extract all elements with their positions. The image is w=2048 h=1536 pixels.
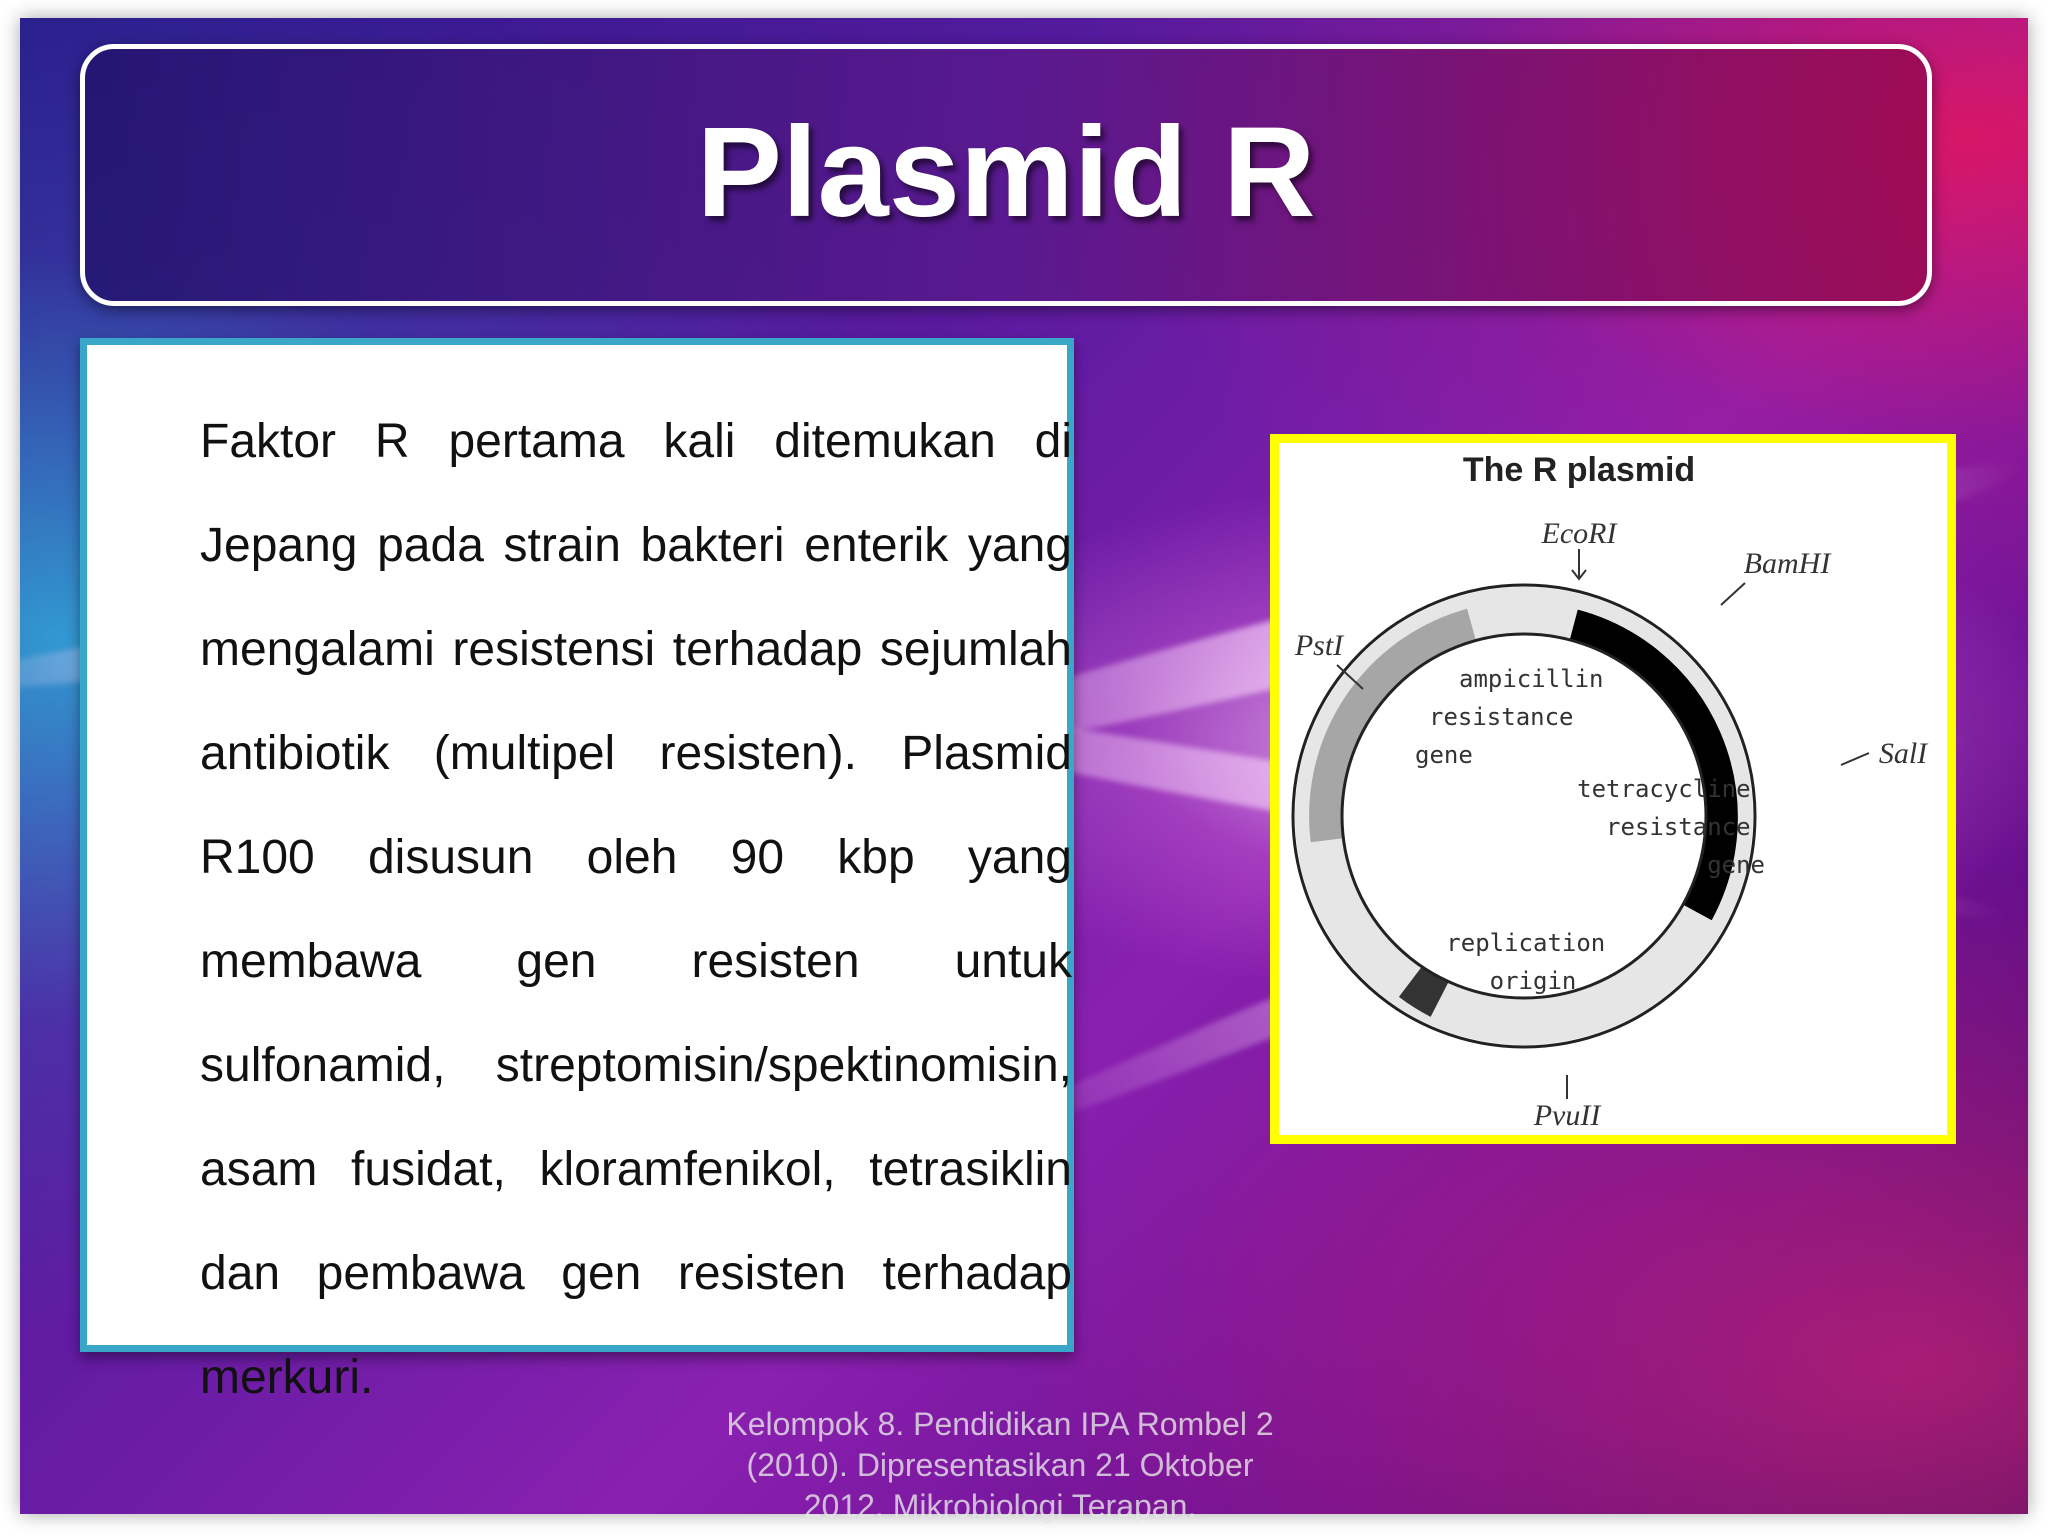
replication-label-line: origin <box>1490 967 1577 995</box>
site-bamhi-label: BamHI <box>1744 547 1833 580</box>
footer-line: (2010). Dipresentasikan 21 Oktober <box>746 1447 1254 1483</box>
ampicillin-label-line: ampicillin <box>1459 665 1604 693</box>
site-bamhi-arrow <box>1720 582 1746 606</box>
slide-title: Plasmid R <box>696 101 1316 244</box>
body-text: Faktor R pertama kali ditemukan di Jepan… <box>200 415 1072 1404</box>
site-pvuii-label: PvuII <box>1533 1099 1603 1132</box>
figure-title: The R plasmid <box>1463 451 1695 489</box>
plasmid-ring-outline <box>1291 583 1757 1049</box>
ampicillin-label-line: gene <box>1415 741 1473 769</box>
footer-line: 2012. Mikrobiologi Terapan. <box>803 1488 1197 1524</box>
title-box: Plasmid R <box>80 44 1932 306</box>
tetracycline-label: tetracycline resistance gene <box>1577 775 1765 879</box>
tetracycline-label-line: tetracycline <box>1577 775 1750 803</box>
site-psti-label: PstI <box>1294 629 1345 662</box>
site-sali-label: SalI <box>1879 737 1929 770</box>
replication-label-line: replication <box>1446 929 1605 957</box>
site-ecori-arrowhead <box>1571 569 1587 581</box>
ampicillin-label-line: resistance <box>1429 703 1574 731</box>
ampicillin-segment <box>1309 608 1480 843</box>
tetracycline-segment <box>1565 609 1738 921</box>
plasmid-ring-inner <box>1340 632 1708 1000</box>
text-box <box>80 338 1074 1352</box>
site-psti-arrow <box>1336 664 1364 690</box>
plasmid-figure: The R plasmid EcoRI BamHI PstI SalI PvuI… <box>1270 434 1956 1144</box>
tetracycline-label-line: resistance <box>1606 813 1751 841</box>
tetracycline-label-line: gene <box>1707 851 1765 879</box>
replication-origin-segment <box>1398 959 1453 1017</box>
replication-label: replication origin <box>1446 929 1619 995</box>
site-sali-arrow <box>1840 752 1870 766</box>
ampicillin-label: ampicillin resistance gene <box>1415 665 1618 769</box>
footer-line: Kelompok 8. Pendidikan IPA Rombel 2 <box>726 1406 1274 1442</box>
site-ecori-label: EcoRI <box>1541 517 1619 550</box>
footer-citation: Kelompok 8. Pendidikan IPA Rombel 2 (201… <box>680 1404 1320 1527</box>
plasmid-diagram: The R plasmid EcoRI BamHI PstI SalI PvuI… <box>1291 451 1929 1132</box>
